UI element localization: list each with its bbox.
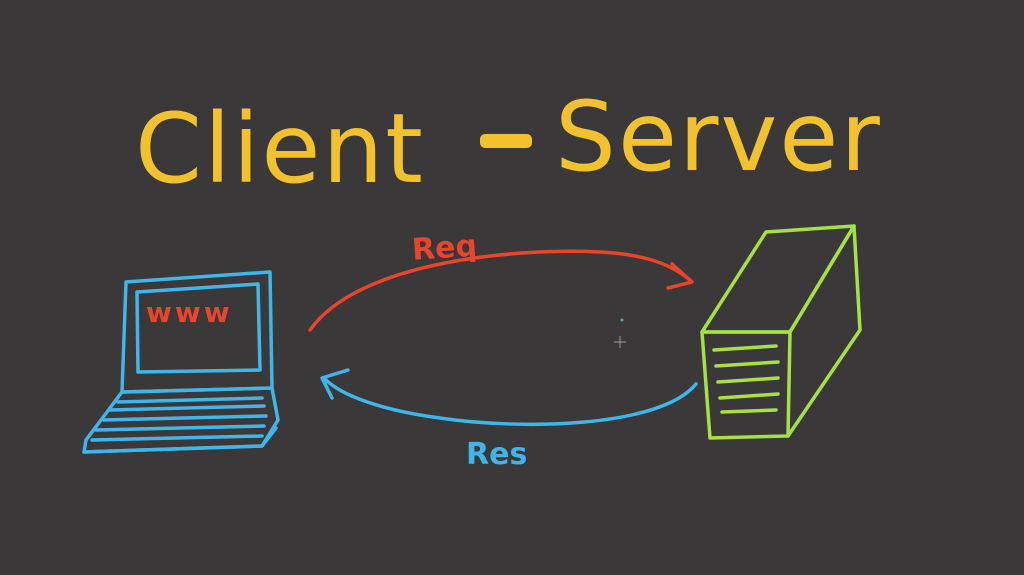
response-arrow [320, 368, 698, 426]
pen-dot [620, 318, 624, 322]
laptop-bottom-edge [82, 426, 278, 454]
pen-cursor-icon [614, 318, 626, 348]
diagram-title: Client Server [135, 81, 882, 205]
request-arrowhead [666, 262, 694, 290]
server-slot [716, 376, 780, 384]
keyboard-line [108, 404, 266, 412]
keyboard-line [94, 424, 266, 432]
laptop-icon [82, 270, 280, 454]
server-slot [718, 392, 780, 400]
server-side-face [786, 224, 862, 438]
response-label: Res [466, 437, 527, 472]
server-top-face [700, 224, 856, 334]
request-arrow-line [308, 249, 692, 332]
server-icon [700, 224, 862, 440]
response-arrowhead [320, 368, 350, 400]
keyboard-line [116, 396, 264, 404]
crosshair-icon [614, 336, 626, 348]
keyboard-line [102, 414, 268, 422]
title-dash [480, 134, 532, 148]
request-label: Req [411, 228, 478, 267]
title-server: Server [555, 81, 882, 193]
keyboard-line [90, 434, 264, 442]
request-arrow [308, 249, 694, 332]
server-slot [712, 344, 778, 352]
server-slot [720, 408, 778, 414]
laptop-screen-text: www [146, 296, 233, 329]
laptop-screen-inner [135, 282, 262, 374]
title-client: Client [135, 93, 425, 205]
response-arrow-line [322, 376, 698, 426]
server-slot [714, 360, 780, 368]
